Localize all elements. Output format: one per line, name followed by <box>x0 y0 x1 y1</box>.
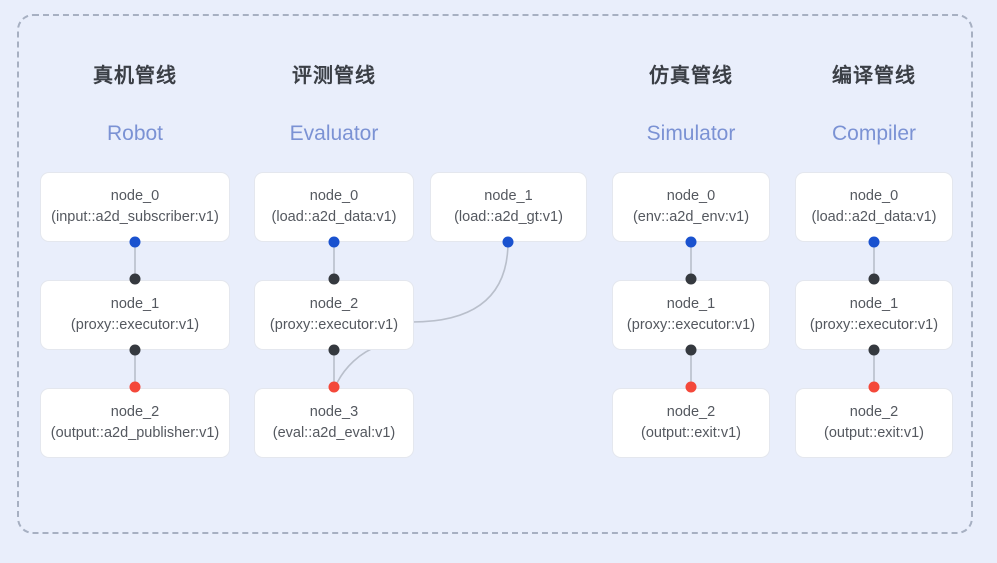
node-evaluator-1-gt[interactable]: node_1 (load::a2d_gt:v1) <box>430 172 587 242</box>
node-label-type: (output::a2d_publisher:v1) <box>50 425 220 441</box>
port-input-compiler-1[interactable] <box>868 273 880 285</box>
node-robot-2[interactable]: node_2 (output::a2d_publisher:v1) <box>40 388 230 458</box>
node-simulator-1[interactable]: node_1 (proxy::executor:v1) <box>612 280 770 350</box>
node-label-type: (proxy::executor:v1) <box>269 317 399 333</box>
node-label-type: (proxy::executor:v1) <box>809 317 939 333</box>
node-label-name: node_1 <box>666 296 716 312</box>
node-label-type: (env::a2d_env:v1) <box>632 209 750 225</box>
port-input-robot-1[interactable] <box>129 273 141 285</box>
pipeline-column-robot: 真机管线 Robot <box>40 0 230 563</box>
port-input-compiler-2[interactable] <box>868 381 880 393</box>
port-output-robot-1[interactable] <box>129 344 141 356</box>
node-label-type: (load::a2d_data:v1) <box>271 209 397 225</box>
column-title-cn-simulator: 仿真管线 <box>649 65 733 87</box>
node-label-name: node_0 <box>849 188 899 204</box>
node-label-type: (proxy::executor:v1) <box>626 317 756 333</box>
node-label-name: node_1 <box>484 188 533 204</box>
column-title-en-simulator: Simulator <box>646 122 736 145</box>
node-label-name: node_2 <box>110 404 160 420</box>
port-output-robot-0[interactable] <box>129 236 141 248</box>
node-label-type: (load::a2d_gt:v1) <box>454 209 563 225</box>
node-label-type: (output::exit:v1) <box>641 425 741 441</box>
node-compiler-1[interactable]: node_1 (proxy::executor:v1) <box>795 280 953 350</box>
port-output-compiler-0[interactable] <box>868 236 880 248</box>
port-input-simulator-1[interactable] <box>685 273 697 285</box>
node-label-name: node_0 <box>309 188 359 204</box>
node-robot-1[interactable]: node_1 (proxy::executor:v1) <box>40 280 230 350</box>
pipeline-column-simulator: 仿真管线 Simulator <box>597 0 785 563</box>
node-label-type: (load::a2d_data:v1) <box>811 209 937 225</box>
node-label-name: node_0 <box>110 188 160 204</box>
node-label-type: (output::exit:v1) <box>824 425 924 441</box>
column-title-en-robot: Robot <box>106 122 164 145</box>
port-output-evaluator-2[interactable] <box>328 344 340 356</box>
node-label-name: node_3 <box>309 404 359 420</box>
node-label-type: (proxy::executor:v1) <box>70 317 200 333</box>
port-output-simulator-1[interactable] <box>685 344 697 356</box>
node-evaluator-2[interactable]: node_2 (proxy::executor:v1) <box>254 280 414 350</box>
port-output-compiler-1[interactable] <box>868 344 880 356</box>
port-output-evaluator-0[interactable] <box>328 236 340 248</box>
port-input-evaluator-3[interactable] <box>328 381 340 393</box>
port-input-evaluator-2[interactable] <box>328 273 340 285</box>
column-title-en-compiler: Compiler <box>831 122 917 145</box>
node-label-name: node_1 <box>849 296 899 312</box>
pipeline-column-evaluator: 评测管线 Evaluator <box>240 0 428 563</box>
port-input-simulator-2[interactable] <box>685 381 697 393</box>
node-label-name: node_0 <box>666 188 716 204</box>
node-compiler-0[interactable]: node_0 (load::a2d_data:v1) <box>795 172 953 242</box>
node-label-type: (input::a2d_subscriber:v1) <box>51 209 219 225</box>
node-simulator-0[interactable]: node_0 (env::a2d_env:v1) <box>612 172 770 242</box>
node-evaluator-0[interactable]: node_0 (load::a2d_data:v1) <box>254 172 414 242</box>
node-label-name: node_2 <box>666 404 716 420</box>
column-title-cn-robot: 真机管线 <box>93 65 177 87</box>
node-evaluator-3[interactable]: node_3 (eval::a2d_eval:v1) <box>254 388 414 458</box>
node-label-name: node_2 <box>849 404 899 420</box>
column-title-cn-evaluator: 评测管线 <box>292 65 376 87</box>
node-simulator-2[interactable]: node_2 (output::exit:v1) <box>612 388 770 458</box>
node-label-type: (eval::a2d_eval:v1) <box>272 425 396 441</box>
column-title-en-evaluator: Evaluator <box>289 122 379 145</box>
node-label-name: node_1 <box>110 296 160 312</box>
node-label-name: node_2 <box>309 296 359 312</box>
port-output-simulator-0[interactable] <box>685 236 697 248</box>
port-output-evaluator-1-gt[interactable] <box>502 236 514 248</box>
column-title-cn-compiler: 编译管线 <box>832 65 916 87</box>
node-robot-0[interactable]: node_0 (input::a2d_subscriber:v1) <box>40 172 230 242</box>
port-input-robot-2[interactable] <box>129 381 141 393</box>
node-compiler-2[interactable]: node_2 (output::exit:v1) <box>795 388 953 458</box>
pipeline-column-compiler: 编译管线 Compiler <box>780 0 968 563</box>
